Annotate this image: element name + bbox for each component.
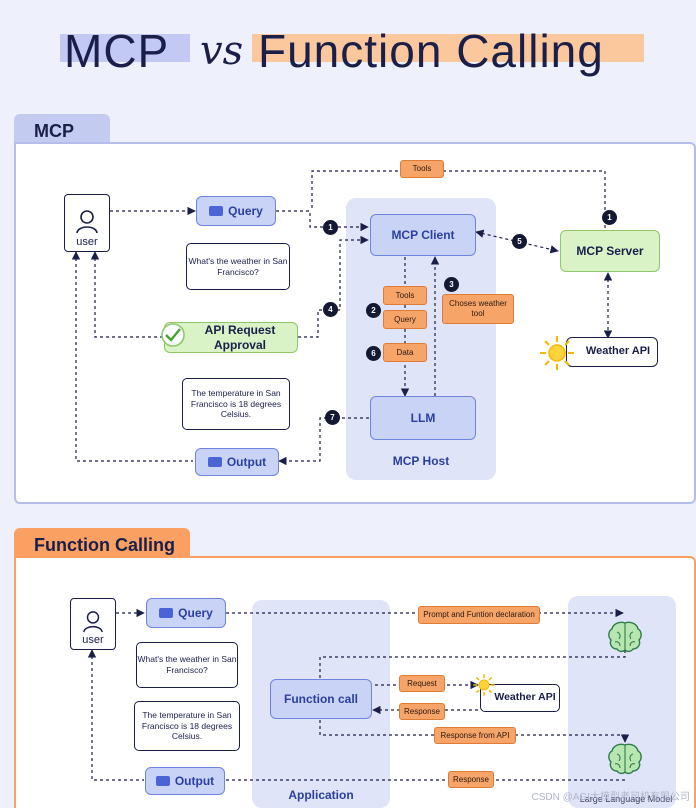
tag-response-final: Response — [448, 771, 494, 788]
mcp-output-node: Output — [195, 448, 279, 476]
fc-output-node: Output — [145, 767, 225, 795]
mcp-host-label: MCP Host — [392, 454, 450, 468]
step-badge-7: 7 — [325, 410, 340, 425]
title-vs: vs — [200, 28, 244, 74]
mcp-weather-api-label: Weather API — [585, 345, 651, 358]
step-badge-1-left: 1 — [323, 220, 338, 235]
tag-choses-weather-tool: Choses weather tool — [442, 294, 514, 324]
fc-user-box: user — [70, 598, 116, 650]
fc-query-label: Query — [178, 605, 213, 620]
sun-icon — [538, 334, 576, 372]
mcp-output-bubble: The temperature in San Francisco is 18 d… — [182, 378, 290, 430]
tag-request: Request — [399, 675, 445, 692]
mcp-approval-node: API Request Approval — [164, 322, 298, 353]
checkmark-badge-icon — [160, 322, 186, 348]
tag-query: Query — [383, 310, 427, 329]
fc-query-bubble: What's the weather in San Francisco? — [136, 642, 238, 688]
tag-response-from-api: Response from API — [434, 727, 516, 744]
mcp-approval-label: API Request Approval — [204, 322, 276, 352]
mcp-server-node: MCP Server — [560, 230, 660, 272]
function-call-node: Function call — [270, 679, 372, 719]
mcp-user-box: user — [64, 194, 110, 252]
step-badge-6: 6 — [366, 346, 381, 361]
mcp-user-label: user — [76, 236, 98, 248]
tag-tools-top: Tools — [400, 160, 444, 178]
mcp-query-node: Query — [196, 196, 276, 226]
application-label: Application — [288, 788, 354, 802]
chat-icon — [159, 608, 174, 618]
user-icon — [76, 210, 98, 234]
tag-data: Data — [383, 343, 427, 362]
mcp-weather-api-node: Weather API — [566, 337, 658, 367]
tag-prompt-declaration: Prompt and Funtion declaration — [418, 606, 540, 624]
brain-icon — [607, 742, 643, 776]
title-highlight-left — [60, 34, 190, 62]
llm-caption: Large Language Model — [579, 794, 673, 804]
mcp-query-bubble: What's the weather in San Francisco? — [186, 243, 290, 290]
title-function-calling: Function Calling — [258, 25, 604, 77]
fc-weather-api-node: Weather API — [480, 684, 560, 712]
fc-output-bubble: The temperature in San Francisco is 18 d… — [134, 701, 240, 751]
step-badge-5: 5 — [512, 234, 527, 249]
step-badge-3: 3 — [444, 277, 459, 292]
llm-node: LLM — [370, 396, 476, 440]
step-badge-4: 4 — [323, 302, 338, 317]
fc-output-label: Output — [174, 773, 215, 788]
brain-icon — [607, 620, 643, 654]
mcp-output-label: Output — [226, 454, 267, 469]
fc-query-node: Query — [146, 598, 226, 628]
fc-weather-api-label: Weather API — [494, 691, 556, 704]
page-title: MCP vs Function Calling — [0, 22, 696, 82]
step-badge-1-right: 1 — [602, 210, 617, 225]
mcp-client-node: MCP Client — [370, 214, 476, 256]
sun-icon — [472, 673, 496, 697]
user-icon — [83, 611, 103, 633]
title-mcp: MCP — [64, 25, 170, 77]
title-highlight-right — [252, 34, 644, 62]
tag-tools: Tools — [383, 286, 427, 305]
fc-user-label: user — [82, 634, 104, 646]
step-badge-2: 2 — [366, 303, 381, 318]
chat-icon — [207, 457, 222, 467]
tag-response: Response — [399, 703, 445, 720]
mcp-query-label: Query — [228, 203, 263, 218]
chat-icon — [209, 206, 224, 216]
chat-icon — [155, 776, 170, 786]
watermark: CSDN @AGI大模型老司机有限公司 — [531, 792, 691, 803]
